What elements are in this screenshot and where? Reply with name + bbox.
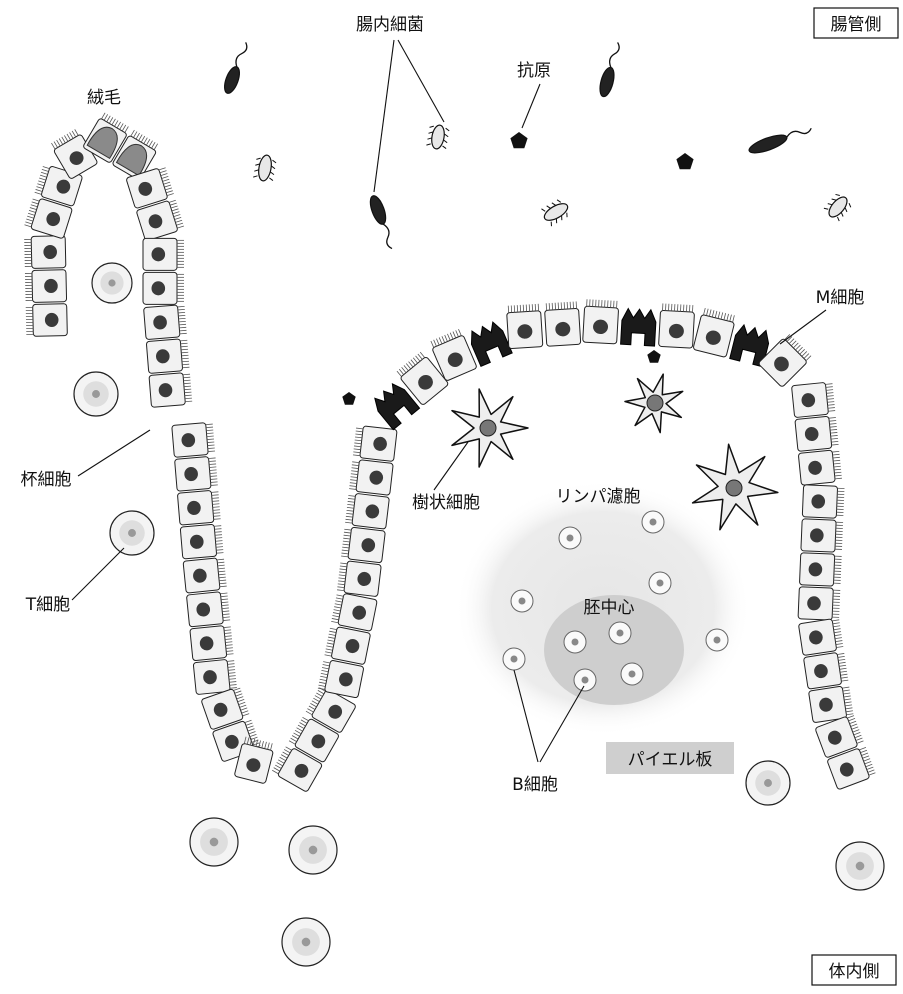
epithelial-cell (349, 459, 393, 495)
epithelial-cell (583, 299, 619, 344)
body-side-label: 体内側 (829, 962, 880, 982)
epithelial-cell (353, 425, 397, 461)
epithelial-cell (798, 618, 843, 656)
t-cell-label: T細胞 (25, 595, 70, 615)
lymphocyte (92, 263, 132, 303)
antigen-icon (342, 392, 355, 405)
peyer-patch-label: パイエル板 (628, 750, 713, 770)
b-cell (564, 631, 586, 653)
epithelial-cell (24, 236, 66, 269)
epithelial-cell (544, 301, 581, 346)
b-cell-label: B細胞 (512, 775, 558, 795)
bacterium-icon (597, 41, 623, 98)
epithelial-cell (177, 490, 221, 525)
epithelial-cell (183, 557, 227, 593)
epithelial-cell (143, 238, 184, 270)
epithelial-cell (798, 587, 840, 621)
epithelial-cell (175, 456, 219, 491)
epithelial-cell (324, 625, 370, 664)
epithelial-cell (345, 492, 390, 529)
b-cell (574, 669, 596, 691)
epithelial-cell (791, 382, 835, 418)
leader-bacteria-a (398, 40, 444, 122)
leader-t-cell (72, 548, 124, 600)
bacterium-icon (253, 153, 277, 182)
bacterium-icon (747, 123, 813, 157)
lymphocyte (746, 761, 790, 805)
goblet-cell-label: 杯細胞 (21, 470, 72, 490)
epithelial-cell (25, 270, 67, 303)
dendritic-cell-label: 樹状細胞 (412, 493, 480, 513)
b-cell (706, 629, 728, 651)
epithelial-cell (26, 304, 68, 337)
bacterium-icon (540, 197, 573, 227)
epithelial-cell (186, 591, 230, 627)
b-cell (511, 590, 533, 612)
m-cell-label: M細胞 (816, 288, 865, 308)
b-cell (649, 572, 671, 594)
b-cell (642, 511, 664, 533)
bacterium-icon (367, 194, 397, 251)
bacterium-icon (426, 123, 450, 150)
epithelial-cell (337, 560, 382, 597)
intestinal-epithelium (24, 112, 877, 793)
antigen-icon (647, 350, 660, 363)
lymphocyte (190, 818, 238, 866)
gut-bacteria-label: 腸内細菌 (356, 15, 424, 35)
lymphocyte (110, 511, 154, 555)
germinal-center-label: 胚中心 (584, 598, 635, 618)
lymph-follicle-label: リンパ濾胞 (556, 487, 641, 507)
epithelial-cell (799, 553, 841, 587)
epithelial-cell (172, 422, 216, 457)
m-cell (621, 308, 657, 346)
epithelial-cell (795, 416, 839, 452)
bacterium-icon (823, 191, 854, 222)
b-cell (609, 622, 631, 644)
epithelial-cell (146, 338, 189, 373)
epithelial-cell (144, 304, 187, 339)
b-cell (621, 663, 643, 685)
bacterium-icon (222, 40, 252, 95)
epithelial-cell (798, 449, 842, 485)
dendritic-cell (625, 374, 683, 433)
epithelial-cell (149, 372, 192, 407)
antigen-icon (510, 132, 527, 148)
epithelial-cell (803, 651, 848, 689)
lymphocyte (289, 826, 337, 874)
leader-dendritic-cell (434, 442, 468, 490)
epithelial-cell (506, 304, 543, 349)
epithelial-cell (341, 526, 386, 563)
leader-m-cell (780, 310, 826, 344)
leader-antigen (522, 84, 540, 128)
lymphocyte (74, 372, 118, 416)
dendritic-cell (452, 389, 528, 467)
epithelial-cell (802, 485, 844, 519)
epithelial-cell (659, 303, 695, 348)
b-cell (503, 648, 525, 670)
antigen-icon (676, 153, 693, 169)
epithelial-cell (143, 272, 184, 304)
lumen-side-label: 腸管側 (831, 15, 882, 35)
epithelial-cell (190, 625, 234, 661)
leader-goblet-cell (78, 430, 150, 476)
leader-bacteria-b (374, 40, 394, 192)
antigen-label: 抗原 (517, 61, 551, 81)
epithelial-cell (801, 519, 843, 553)
epithelial-cell (180, 524, 224, 559)
epithelial-cell (331, 592, 377, 631)
epithelial-cell (693, 308, 736, 358)
villus-label: 絨毛 (87, 88, 121, 108)
b-cell (559, 527, 581, 549)
lymphocyte (836, 842, 884, 890)
lymphocyte (282, 918, 330, 966)
